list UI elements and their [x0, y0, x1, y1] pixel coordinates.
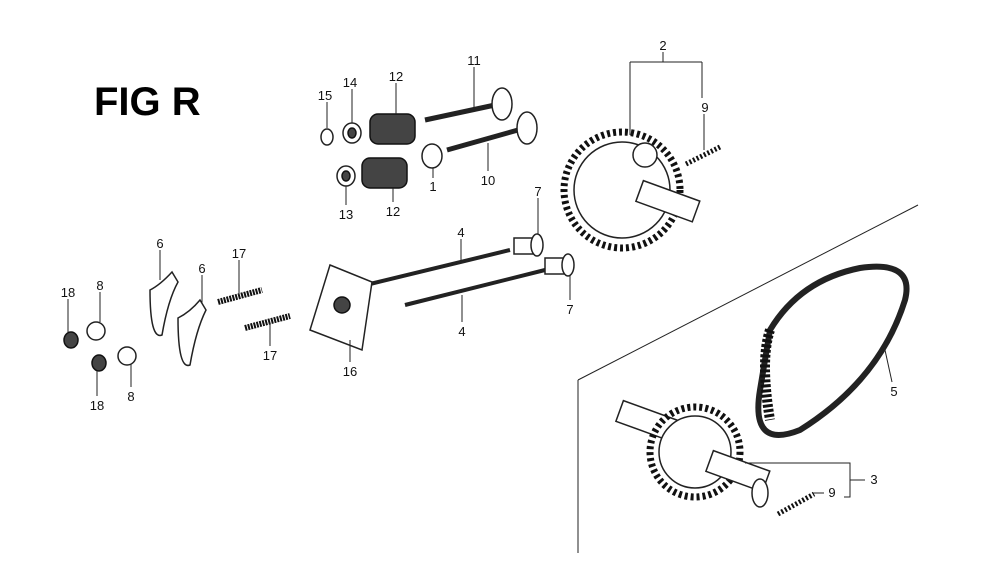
callout-17: 17 [263, 348, 277, 363]
rocker-pivot-8-lower [117, 346, 137, 366]
callout-1: 1 [429, 179, 436, 194]
camshaft-gear-2 [560, 128, 701, 252]
callout-4: 4 [458, 324, 465, 339]
rocker-arm-6-right [177, 298, 207, 367]
tappet-7-upper [513, 233, 544, 257]
valve-stem-seal-1 [421, 143, 443, 169]
valve-11 [424, 87, 513, 123]
nut-18-lower [91, 354, 107, 372]
callout-13: 13 [339, 207, 353, 222]
tappet-7-lower [544, 253, 575, 277]
stud-17-upper [217, 287, 263, 305]
callout-18: 18 [90, 398, 104, 413]
pushrod-4-upper [369, 248, 511, 286]
callout-9: 9 [701, 100, 708, 115]
rocker-pivot-8-upper [86, 321, 106, 341]
spring-9-upper [684, 144, 722, 167]
nut-18-upper [63, 331, 79, 349]
callout-6: 6 [198, 261, 205, 276]
callout-12: 12 [389, 69, 403, 84]
callout-8: 8 [127, 389, 134, 404]
callout-18: 18 [61, 285, 75, 300]
spring-9-lower [776, 491, 816, 517]
pushrod-guide-plate-16 [309, 263, 373, 352]
callout-14: 14 [343, 75, 357, 90]
callout-10: 10 [481, 173, 495, 188]
callout-3: 3 [870, 472, 877, 487]
callout-8: 8 [96, 278, 103, 293]
callout-5: 5 [890, 384, 897, 399]
valve-spring-12-lower [361, 157, 408, 189]
valve-retainer-13 [336, 165, 356, 187]
callout-9: 9 [828, 485, 835, 500]
callout-2: 2 [659, 38, 666, 53]
valve-10 [446, 111, 538, 153]
valve-retainer-14 [342, 122, 362, 144]
callout-6: 6 [156, 236, 163, 251]
callout-15: 15 [318, 88, 332, 103]
camshaft-sprocket-3 [614, 399, 771, 508]
rocker-arm-6-left [149, 270, 179, 337]
valve-cotter-15 [320, 128, 334, 146]
callout-12: 12 [386, 204, 400, 219]
callout-7: 7 [566, 302, 573, 317]
cam-chain-5 [755, 263, 910, 438]
valve-spring-12-upper [369, 113, 416, 145]
callout-17: 17 [232, 246, 246, 261]
pushrod-4-lower [404, 268, 546, 307]
leader-lines [67, 52, 893, 498]
figure-title: FIG R [94, 80, 201, 124]
callout-16: 16 [343, 364, 357, 379]
callout-11: 11 [467, 53, 481, 68]
inset-panel-border [577, 204, 919, 553]
stud-17-lower [244, 313, 291, 331]
callout-4: 4 [457, 225, 464, 240]
callout-7: 7 [534, 184, 541, 199]
